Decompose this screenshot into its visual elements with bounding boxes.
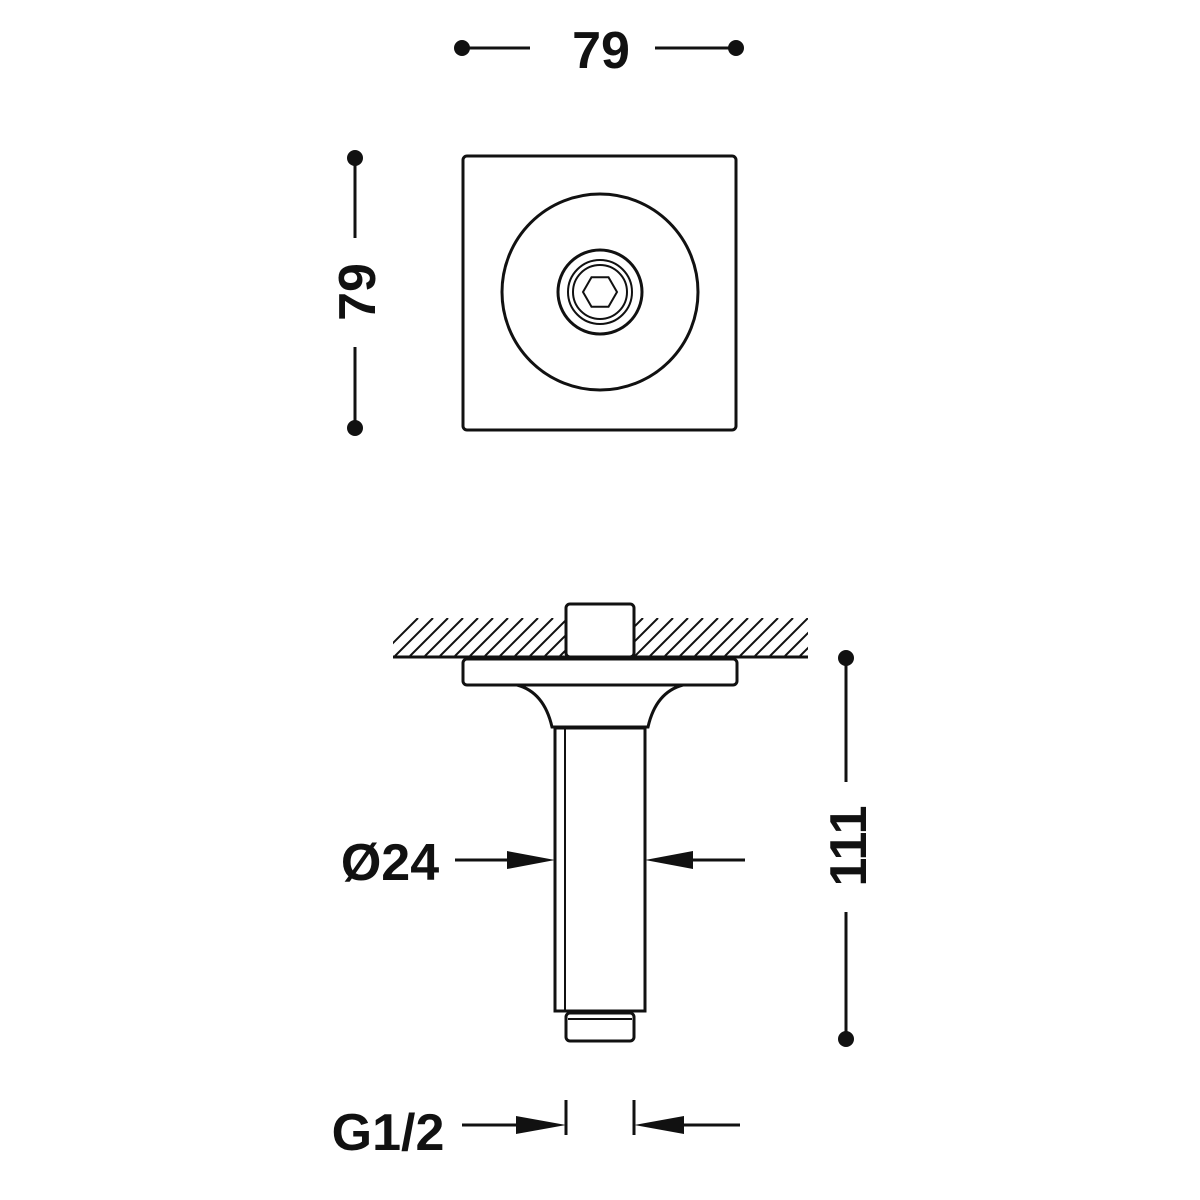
- hatch-line: [649, 618, 689, 656]
- hatch-line: [393, 618, 419, 645]
- square-plate-outline: [461, 154, 738, 432]
- side-view: Ø24 111 G1/2: [332, 602, 878, 1162]
- side-height-dimension: 111: [820, 650, 878, 1047]
- nut-inner-ring: [567, 259, 633, 325]
- flange-circle: [500, 192, 700, 392]
- hatch-line: [694, 618, 734, 656]
- nut-bore-ring: [572, 264, 628, 320]
- top-height-dimension: 79: [329, 150, 387, 436]
- hatch-line: [724, 618, 764, 656]
- thread-dimension: G1/2: [332, 1100, 740, 1162]
- hatch-line: [514, 618, 554, 656]
- top-view: 79 79: [329, 22, 744, 436]
- width-dimension: 79: [454, 22, 744, 80]
- hatch-line: [439, 618, 479, 656]
- width-dimension-end-dot: [728, 40, 744, 56]
- hex-socket-icon: [581, 276, 619, 308]
- thread-arrow-right-icon: [516, 1116, 566, 1134]
- side-height-dimension-label: 111: [820, 805, 878, 886]
- hatch-line: [529, 618, 569, 656]
- diameter-dimension-label: Ø24: [341, 834, 439, 892]
- hatch-line: [484, 618, 524, 656]
- top-height-dimension-label: 79: [329, 263, 387, 321]
- top-height-dimension-end-dot: [347, 420, 363, 436]
- hatch-line: [409, 618, 449, 656]
- hatch-line: [830, 618, 868, 656]
- hatch-line: [469, 618, 509, 656]
- hatch-line: [799, 646, 808, 656]
- arm-tube: [553, 726, 647, 1013]
- hatch-line: [739, 618, 779, 656]
- flange-plate: [461, 657, 739, 687]
- thread-arrow-left-icon: [634, 1116, 684, 1134]
- diameter-dimension: Ø24: [341, 834, 745, 892]
- hatch-line: [634, 618, 674, 656]
- hatch-line: [664, 618, 704, 656]
- nut-outer-ring: [556, 248, 644, 336]
- hatch-line: [499, 618, 539, 656]
- hatch-line: [754, 618, 794, 656]
- diameter-arrow-left-icon: [645, 851, 693, 869]
- diameter-arrow-right-icon: [507, 851, 555, 869]
- hatch-line: [454, 618, 494, 656]
- flange-bell: [516, 683, 684, 729]
- hatch-line: [709, 618, 749, 656]
- outlet-thread: [564, 1011, 636, 1043]
- side-height-dimension-end-dot: [838, 1031, 854, 1047]
- thread-dimension-label: G1/2: [332, 1104, 445, 1162]
- hatch-line: [784, 631, 808, 656]
- inlet-connector: [564, 602, 636, 659]
- hatch-line: [769, 618, 808, 656]
- hatch-line: [679, 618, 719, 656]
- hatch-line: [394, 618, 434, 656]
- hatch-line: [424, 618, 464, 656]
- width-dimension-label: 79: [572, 22, 630, 80]
